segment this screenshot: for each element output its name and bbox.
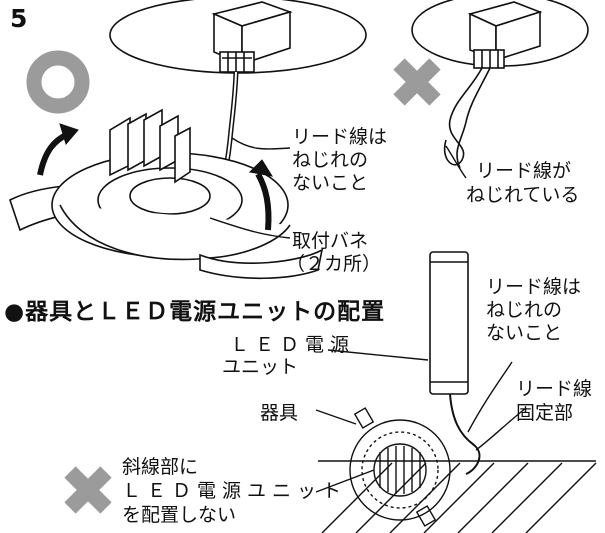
power-unit-top-left (211, 1, 293, 73)
cross-mark-bottom (64, 466, 112, 514)
lead-wire-note-bottom-line2: ねじれの (486, 299, 563, 321)
twisted-wire-note-line1: リード線が (476, 160, 572, 182)
power-unit-label-line1: ＬＥＤ電源 (230, 334, 356, 356)
power-unit-label-line2: ユニット (222, 356, 299, 378)
circle-mark (26, 50, 90, 114)
warning-note-line1: 斜線部に (122, 456, 199, 478)
spring-note-line1: 取付バネ (292, 230, 369, 252)
twisted-wire-note-line2: ねじれている (466, 184, 580, 206)
cross-mark-top (393, 58, 441, 106)
warning-note-line2: ＬＥＤ電源ユニット (122, 480, 348, 502)
fixing-label-line1: リード線 (516, 378, 593, 400)
spring-note-line2: （２カ所） (286, 253, 382, 275)
lead-wire-note-top-line1: リード線は (292, 126, 388, 148)
lead-wire-bottom (449, 393, 481, 475)
lead-wire-note-bottom-line3: ないこと (486, 322, 563, 344)
power-unit-top-right (467, 1, 543, 69)
step-number: 5 (10, 4, 28, 33)
lead-wire-note-top-line2: ねじれの (292, 149, 369, 171)
twisted-wire (443, 67, 491, 169)
hatched-area (318, 460, 597, 533)
fixture-bottom (349, 407, 451, 527)
power-unit-bottom (429, 251, 469, 395)
fixture-top (9, 108, 324, 280)
lead-wire-note-bottom-line1: リード線は (486, 276, 582, 298)
fixture-label: 器具 (260, 402, 299, 424)
fixing-label-line2: 固定部 (516, 402, 574, 424)
section-heading: ●器具とＬＥＤ電源ユニットの配置 (4, 299, 386, 325)
lead-wire-note-top-line3: ないこと (292, 172, 369, 194)
leader-lines-top (209, 137, 467, 239)
warning-note-line3: を配置しない (122, 504, 237, 526)
leader-lines-bottom (315, 349, 527, 493)
rotate-arrows (37, 123, 274, 231)
